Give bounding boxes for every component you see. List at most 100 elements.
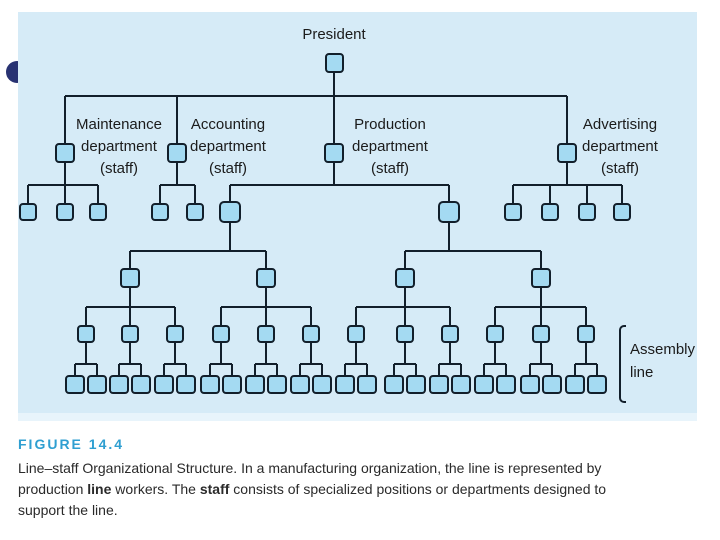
assembly-line-bracket (619, 325, 626, 403)
connector-line (404, 343, 406, 364)
org-node-assembly-worker (496, 375, 516, 394)
org-node-staff-unit (89, 203, 107, 221)
org-node-supervisor (121, 325, 139, 343)
connector-line (393, 364, 395, 375)
dept-label-line: (staff) (370, 160, 410, 177)
org-node-supervisor (219, 201, 241, 223)
org-node-supervisor (486, 325, 504, 343)
connector-line (159, 185, 161, 203)
connector-line (439, 363, 461, 365)
org-node-staff-unit (613, 203, 631, 221)
connector-line (164, 363, 186, 365)
connector-line (64, 163, 66, 185)
connector-line (596, 364, 598, 375)
org-node-assembly-worker (245, 375, 265, 394)
connector-line (185, 364, 187, 375)
connector-line (512, 185, 514, 203)
connector-line (176, 96, 178, 143)
connector-line (255, 363, 277, 365)
connector-line (321, 364, 323, 375)
connector-line (404, 251, 406, 268)
connector-line (585, 307, 587, 325)
connector-line (129, 251, 131, 268)
connector-line (174, 307, 176, 325)
connector-line (449, 307, 451, 325)
connector-line (209, 364, 211, 375)
connector-line (540, 343, 542, 364)
connector-line (333, 96, 335, 143)
connector-line (300, 363, 322, 365)
org-node-assembly-worker (587, 375, 607, 394)
connector-line (254, 364, 256, 375)
connector-line (566, 96, 568, 143)
org-node-assembly-worker (406, 375, 426, 394)
diagram-panel: President Maintenance department (staff)… (18, 12, 697, 413)
connector-line (366, 364, 368, 375)
org-node-supervisor (438, 201, 460, 223)
org-node-assembly-worker (222, 375, 242, 394)
dept-label-production: Production department (staff) (352, 114, 428, 180)
org-node-department (557, 143, 577, 163)
connector-line (513, 184, 622, 186)
connector-line (229, 223, 231, 251)
connector-line (75, 363, 97, 365)
dept-label-line: (staff) (99, 160, 139, 177)
connector-line (265, 307, 267, 325)
org-node-supervisor (395, 268, 415, 288)
caption-text: consists of specialized positions or dep… (229, 481, 607, 497)
connector-line (129, 307, 131, 325)
dept-label-maintenance: Maintenance department (staff) (76, 114, 162, 180)
org-node-staff-unit (56, 203, 74, 221)
connector-line (586, 185, 588, 203)
connector-line (220, 343, 222, 364)
connector-line (355, 307, 357, 325)
connector-line (194, 185, 196, 203)
connector-line (405, 250, 541, 252)
connector-line (574, 364, 576, 375)
connector-line (484, 363, 506, 365)
org-node-assembly-worker (451, 375, 471, 394)
connector-line (229, 185, 231, 201)
caption-bold-term-staff: staff (199, 481, 230, 497)
dept-label-line: department (190, 138, 266, 155)
org-node-staff-unit (504, 203, 522, 221)
org-node-supervisor (120, 268, 140, 288)
connector-line (265, 251, 267, 268)
connector-line (415, 364, 417, 375)
connector-line (404, 288, 406, 307)
org-node-department (55, 143, 75, 163)
connector-line (231, 364, 233, 375)
dept-label-line: department (352, 138, 428, 155)
dept-label-line: department (81, 138, 157, 155)
connector-line (549, 185, 551, 203)
dept-label-line: (staff) (208, 160, 248, 177)
connector-line (174, 343, 176, 364)
caption-text: production (18, 481, 88, 497)
org-node-assembly-worker (267, 375, 287, 394)
org-node-supervisor (441, 325, 459, 343)
connector-line (64, 96, 66, 143)
dept-label-line: department (582, 138, 658, 155)
dept-label-accounting: Accounting department (staff) (190, 114, 266, 180)
connector-line (85, 307, 87, 325)
connector-line (276, 364, 278, 375)
caption-line-1: Line–staff Organizational Structure. In … (18, 458, 698, 479)
org-node-supervisor (77, 325, 95, 343)
connector-line (230, 184, 449, 186)
org-node-supervisor (347, 325, 365, 343)
org-node-supervisor (531, 268, 551, 288)
assembly-line-label-line: Assembly (630, 341, 696, 358)
connector-line (85, 343, 87, 364)
caption-text: support the line. (18, 502, 118, 518)
org-node-assembly-worker (87, 375, 107, 394)
connector-line (530, 363, 552, 365)
figure-caption: Line–staff Organizational Structure. In … (18, 458, 698, 521)
connector-line (163, 364, 165, 375)
connector-line (505, 364, 507, 375)
org-node-assembly-worker (565, 375, 585, 394)
connector-line (356, 306, 450, 308)
dept-label-line: Advertising (582, 116, 658, 133)
caption-text: Line–staff Organizational Structure. In … (18, 460, 602, 476)
connector-line (566, 163, 568, 185)
connector-line (449, 343, 451, 364)
